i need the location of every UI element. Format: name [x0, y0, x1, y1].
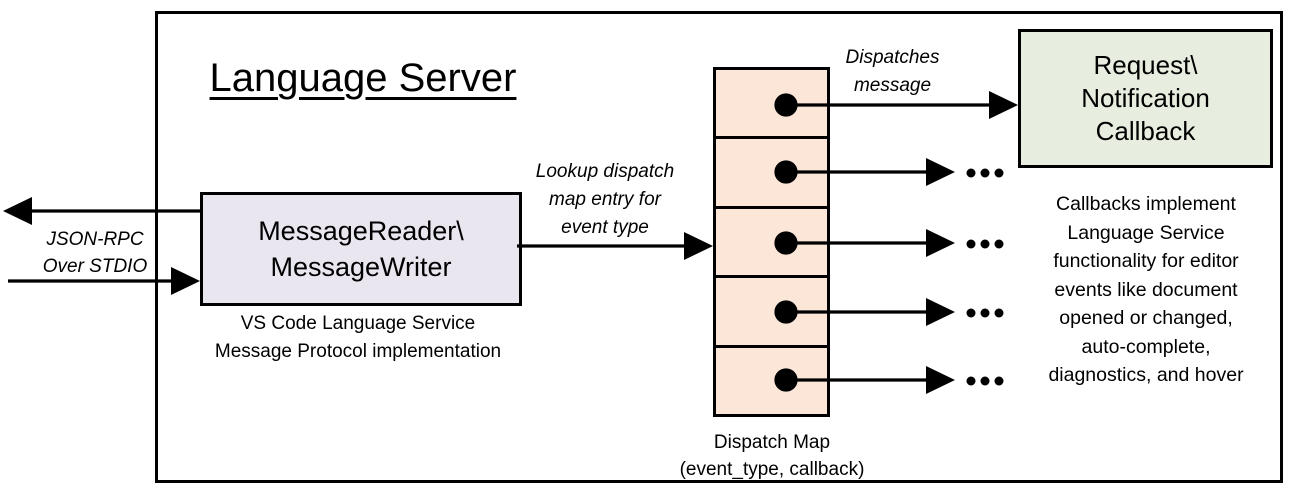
request-notification-callback-box: Request\ Notification Callback — [1018, 29, 1273, 168]
message-reader-writer-box: MessageReader\ MessageWriter — [200, 192, 522, 306]
stdio-out-arrow-head-icon — [3, 197, 32, 225]
dispatch-map-cell — [716, 136, 827, 205]
callbacks-note: Callbacks implement Language Service fun… — [1048, 193, 1244, 386]
dispatch-map-cell — [716, 275, 827, 344]
dispatch-map — [713, 67, 830, 417]
dispatch-map-cell — [716, 205, 827, 275]
diagram-title: Language Server — [209, 56, 517, 100]
reader-caption: VS Code Language Service Message Protoco… — [214, 313, 502, 362]
language-server-box — [155, 11, 1283, 483]
dispatch-map-cell — [716, 70, 827, 136]
dispatch-map-cell — [716, 344, 827, 414]
dispatches-message-label: Dispatches message — [845, 47, 940, 96]
json-rpc-stdio-label: JSON-RPC Over STDIO — [42, 229, 148, 277]
dispatch-map-caption: Dispatch Map (event_type, callback) — [679, 432, 865, 480]
lookup-dispatch-label: Lookup dispatch map entry for event type — [535, 161, 675, 238]
